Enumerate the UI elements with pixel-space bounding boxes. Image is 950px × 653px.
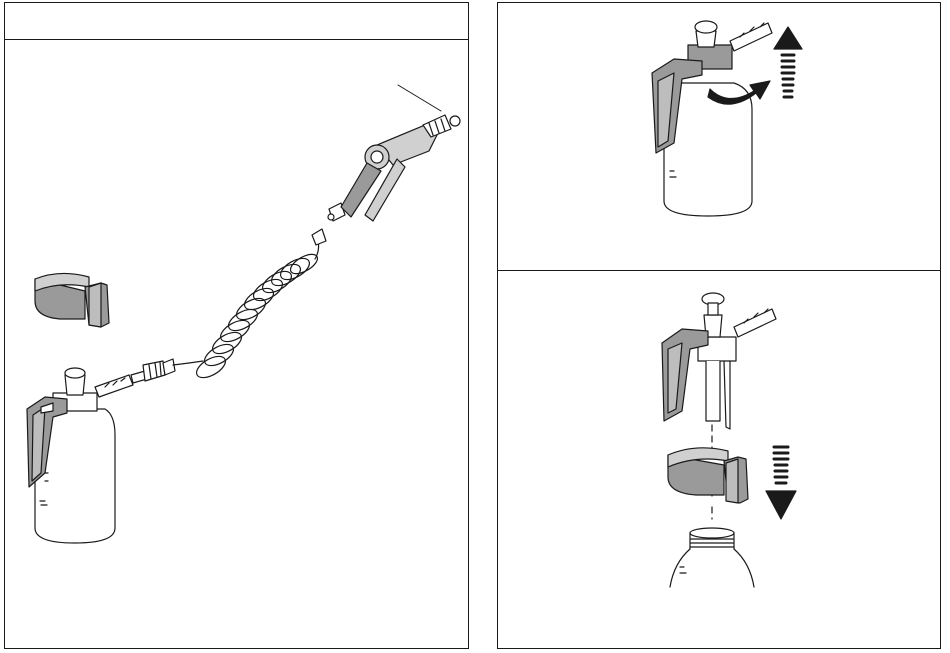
coil-hose <box>173 229 326 382</box>
holder-clip-loose <box>35 273 109 327</box>
bottle-sprayer <box>27 368 133 543</box>
holder-clip <box>668 448 748 503</box>
up-arrow <box>774 27 802 97</box>
pump-unit <box>662 293 776 429</box>
remove-pump-panel <box>497 2 941 271</box>
attach-holder-drawing <box>498 271 942 650</box>
remove-pump-drawing <box>498 3 942 272</box>
hose-connector <box>131 359 175 383</box>
down-arrow <box>766 447 796 519</box>
assembly-overview-panel <box>4 2 469 649</box>
bottle-neck <box>670 528 754 587</box>
spray-gun <box>341 85 460 221</box>
attach-holder-panel <box>497 270 941 649</box>
assembly-overview-drawing <box>5 3 470 650</box>
